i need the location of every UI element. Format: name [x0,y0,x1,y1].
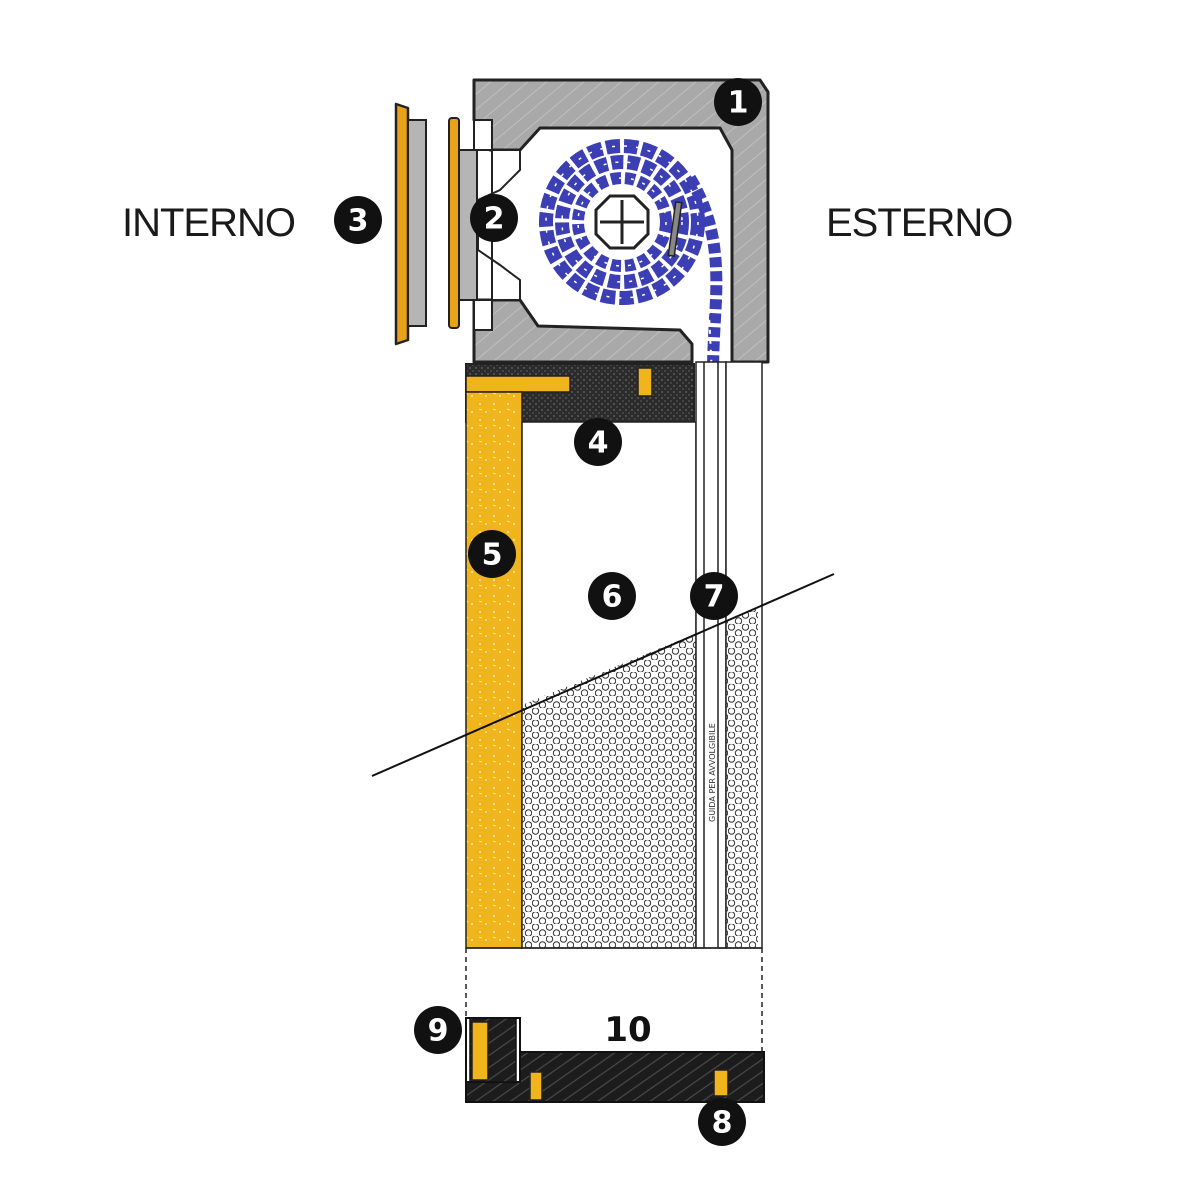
callout-9-number: 9 [428,1014,449,1049]
callout-10-number: 10 [604,1010,651,1050]
roller-axle [594,194,683,258]
callout-6-number: 6 [602,580,623,615]
callout-8: 8 [698,1098,746,1146]
window-sill [465,1017,765,1103]
callout-5: 5 [468,530,516,578]
callout-1-number: 1 [728,86,749,121]
inspection-panel-outer [394,102,427,346]
callout-4-number: 4 [588,426,609,461]
callout-6: 6 [588,572,636,620]
callout-7: 7 [690,572,738,620]
callout-3-number: 3 [348,204,369,239]
callout-9: 9 [414,1006,462,1054]
callout-2: 2 [470,194,518,242]
callout-8-number: 8 [712,1106,733,1141]
section-cut-line [371,573,835,777]
callout-5-number: 5 [482,538,503,573]
interior-label: INTERNO [122,201,295,245]
exterior-label: ESTERNO [826,201,1012,245]
callout-10: 10 [604,1010,651,1050]
callout-7-number: 7 [704,580,725,615]
callout-3: 3 [334,196,382,244]
callout-4: 4 [574,418,622,466]
callout-1: 1 [714,78,762,126]
callout-2-number: 2 [484,202,505,237]
shutter-guide: GUIDA PER AVVOLGIBILE [695,361,763,949]
guide-label: GUIDA PER AVVOLGIBILE [708,723,717,822]
wooden-frame-panel [465,391,523,949]
